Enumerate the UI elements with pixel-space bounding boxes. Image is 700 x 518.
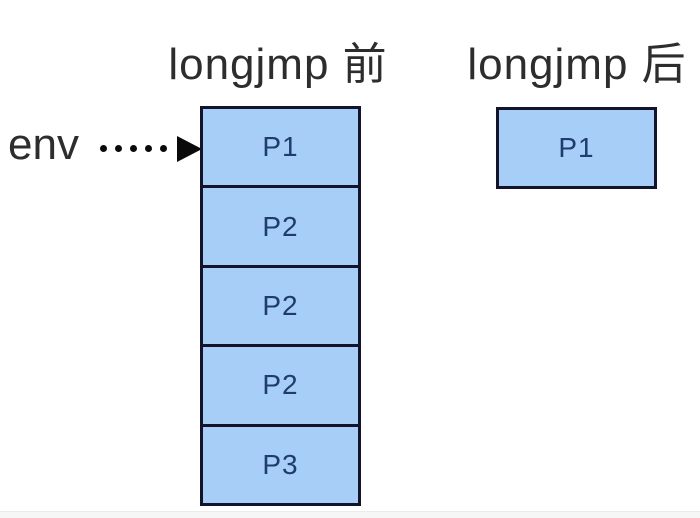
after-longjmp-title: longjmp 后	[467, 40, 687, 89]
stack-frame-p2: P2	[203, 268, 358, 348]
after-stack-frame-p1: P1	[496, 107, 657, 189]
arrow-dot	[115, 145, 122, 152]
before-stack: P1 P2 P2 P2 P3	[200, 106, 361, 506]
bottom-edge-strip	[0, 511, 700, 518]
arrow-dot	[160, 145, 167, 152]
stack-frame-p2: P2	[203, 347, 358, 427]
arrow-dot	[130, 145, 137, 152]
dotted-arrow-icon	[100, 135, 202, 162]
arrow-dot	[145, 145, 152, 152]
env-pointer-label: env	[8, 120, 79, 169]
arrowhead-icon	[177, 135, 202, 162]
stack-frame-p3: P3	[262, 448, 299, 480]
stack-frame-p1: P1	[203, 109, 358, 189]
before-longjmp-title: longjmp 前	[168, 40, 388, 89]
stack-frame-p2: P2	[203, 188, 358, 268]
arrow-dot	[100, 145, 107, 152]
